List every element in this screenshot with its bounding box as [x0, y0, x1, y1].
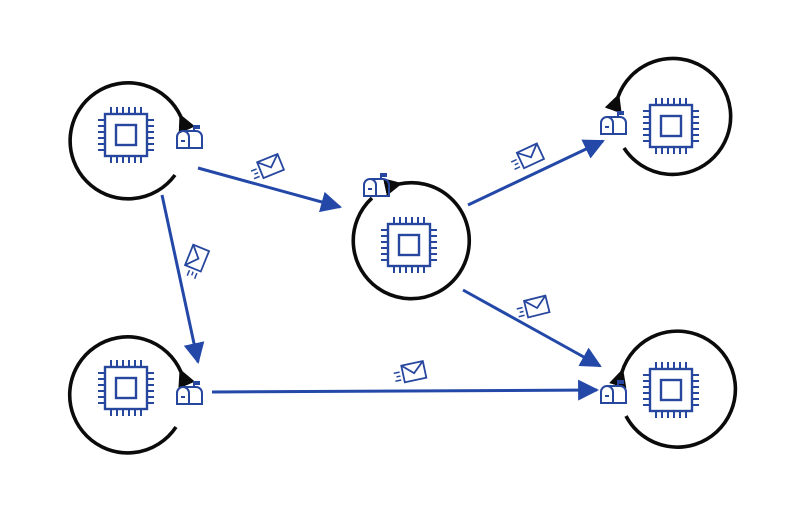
cpu-chip-icon — [380, 216, 438, 274]
link-center-to-topright — [467, 139, 605, 207]
node-center — [351, 172, 471, 301]
link-topleft-to-center — [197, 166, 343, 213]
cpu-chip-icon — [642, 97, 700, 155]
node-top-left — [68, 81, 203, 201]
mailbox-icon — [363, 172, 390, 197]
link-topleft-to-bottomleft — [160, 194, 205, 365]
envelope-icon — [514, 294, 551, 321]
loop-arrow — [609, 329, 738, 449]
envelope-icon — [391, 360, 428, 386]
loop-arrow — [67, 335, 195, 455]
mailbox-icon — [176, 380, 203, 405]
cpu-chip-icon — [642, 361, 700, 419]
cpu-chip-icon — [97, 106, 155, 164]
envelope-icon — [507, 142, 545, 173]
node-top-right — [600, 56, 733, 177]
message-links — [160, 139, 605, 401]
loop-arrow — [351, 178, 471, 301]
loop-arrow — [68, 81, 196, 201]
envelope-icon — [247, 153, 285, 183]
node-bottom-right — [600, 329, 738, 449]
link-center-to-bottomright — [462, 288, 602, 368]
loop-arrow — [604, 56, 733, 177]
envelope-icon — [180, 243, 210, 281]
mailbox-icon — [600, 110, 627, 135]
node-bottom-left — [67, 335, 203, 455]
mailbox-icon — [600, 379, 627, 404]
mailbox-icon — [176, 124, 203, 149]
cpu-chip-icon — [97, 359, 155, 417]
link-bottomleft-to-bottomright — [211, 379, 600, 401]
